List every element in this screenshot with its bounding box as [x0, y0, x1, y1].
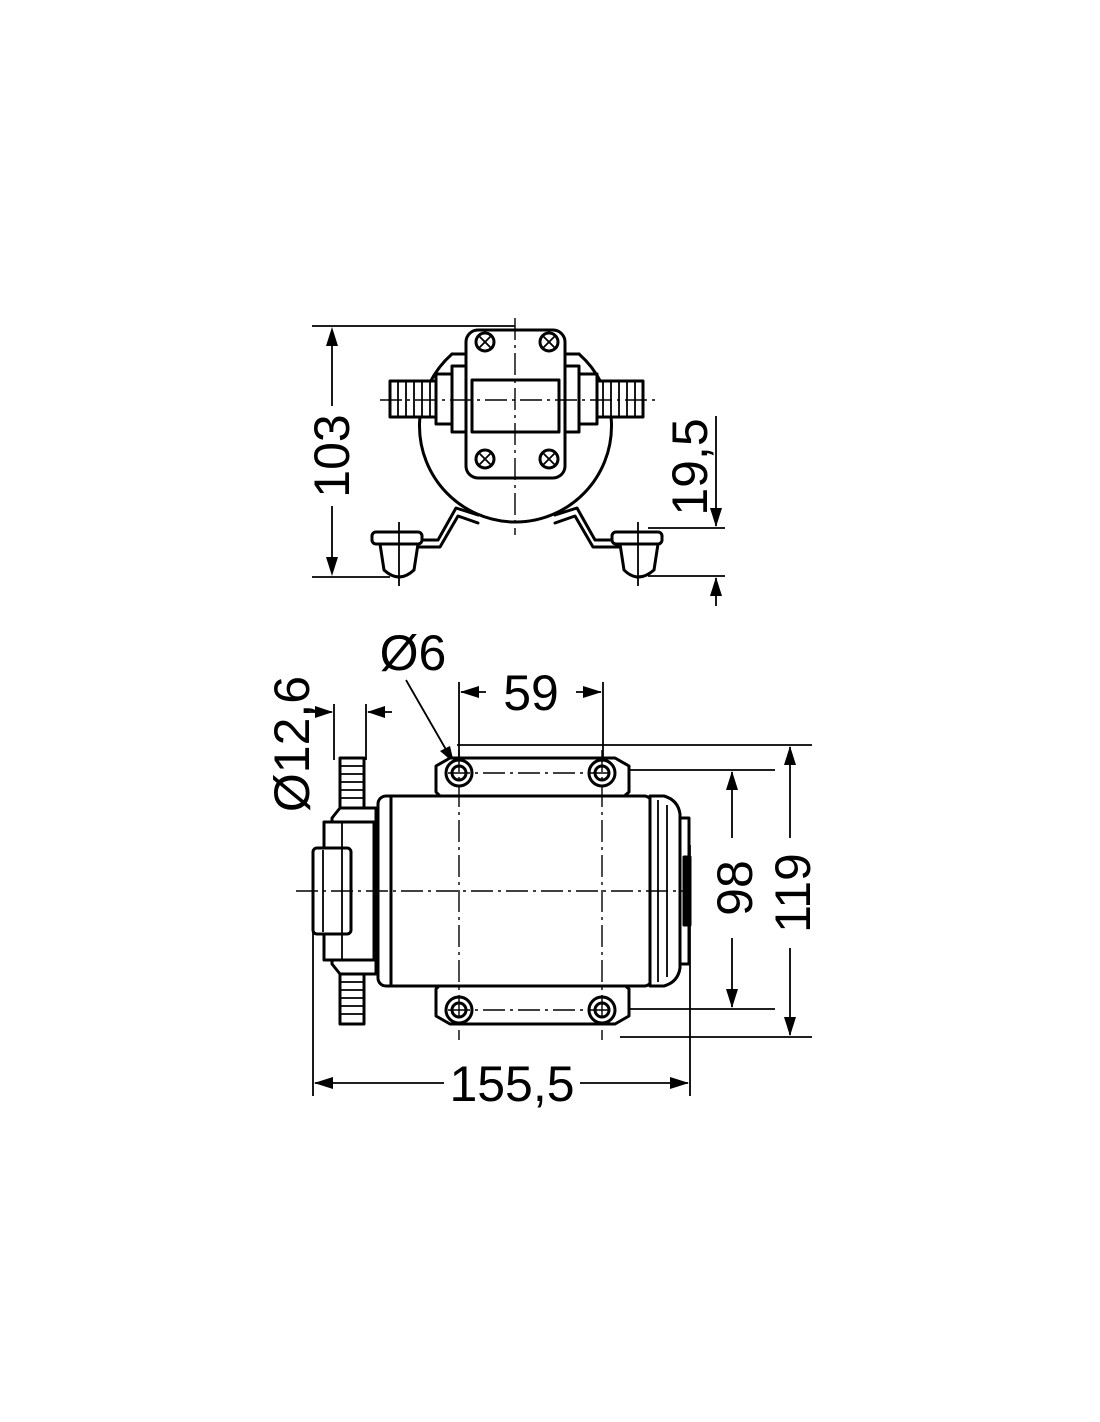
- cover-screws: [474, 331, 560, 470]
- front-view: 103 19,5: [304, 318, 725, 606]
- dimension-103-label: 103: [304, 414, 360, 497]
- dimension-port-diameter: Ø12,6: [264, 676, 392, 812]
- dimension-98-label: 98: [707, 860, 763, 916]
- left-hose-barb: [388, 364, 470, 434]
- dimension-59-label: 59: [503, 665, 559, 721]
- top-view: 59 Ø6 Ø12,6 98: [264, 625, 821, 1112]
- lower-hose-barb: [338, 972, 366, 1026]
- dimension-59: 59: [458, 665, 604, 760]
- dimension-hole-diameter: Ø6: [380, 625, 454, 763]
- upper-hose-barb: [338, 756, 366, 810]
- dimension-hole-diameter-label: Ø6: [380, 625, 447, 681]
- mounting-bracket: [382, 506, 652, 542]
- right-rubber-foot: [610, 522, 664, 586]
- dimension-19-5-label: 19,5: [662, 418, 718, 515]
- right-hose-barb: [561, 364, 645, 434]
- left-rubber-foot: [370, 522, 424, 586]
- dimension-103: 103: [304, 325, 515, 578]
- dimension-19-5: 19,5: [648, 416, 725, 606]
- dimension-155-5-label: 155,5: [449, 1056, 574, 1112]
- dimension-119-label: 119: [765, 853, 821, 933]
- dimension-port-diameter-label: Ø12,6: [264, 676, 320, 812]
- dimension-119: 119: [457, 744, 821, 1038]
- dimension-98: 98: [625, 769, 775, 1010]
